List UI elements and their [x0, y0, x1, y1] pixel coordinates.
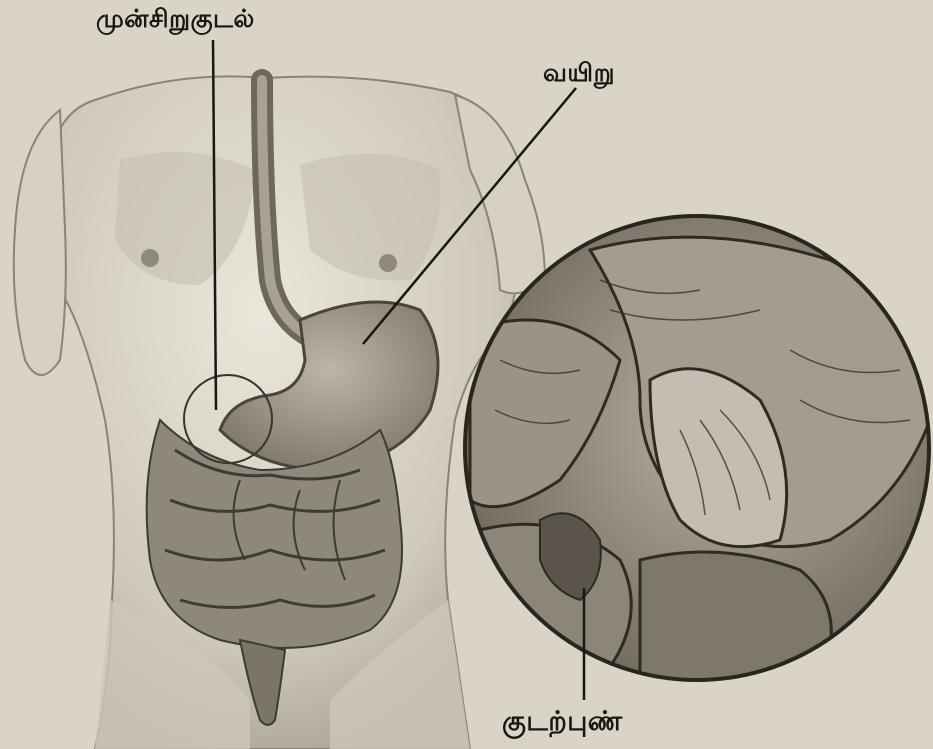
ulcer-label: குடற்புண் — [502, 706, 623, 741]
nipple-right — [379, 254, 397, 272]
duodenum-label: முன்சிறுகுடல் — [96, 4, 255, 37]
left-arm — [14, 110, 66, 375]
nipple-left — [141, 249, 159, 267]
magnified-inset — [465, 216, 930, 680]
stomach-label: வயிறு — [543, 58, 615, 91]
